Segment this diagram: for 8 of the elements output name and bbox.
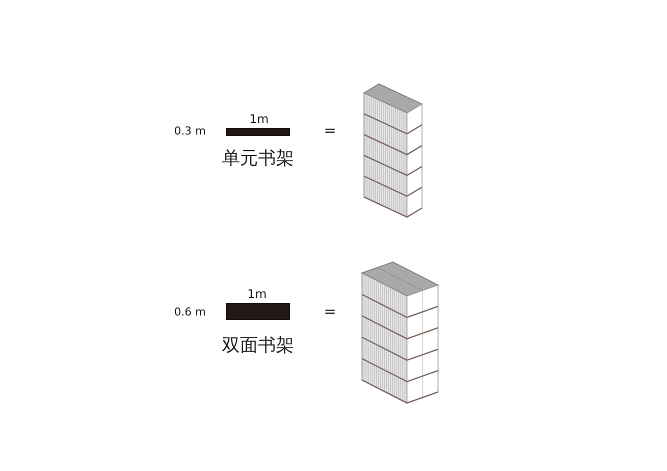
shelf-caption: 单元书架 — [222, 150, 294, 168]
shelf-caption: 双面书架 — [222, 337, 294, 355]
equals-sign: = — [324, 124, 336, 138]
equals-sign: = — [324, 304, 336, 320]
dimension-label: 0.6 m — [174, 306, 206, 318]
dimension-label: 0.3 m — [174, 126, 206, 136]
dimension-label: 1m — [249, 113, 269, 125]
dimension-label: 1m — [247, 288, 267, 300]
